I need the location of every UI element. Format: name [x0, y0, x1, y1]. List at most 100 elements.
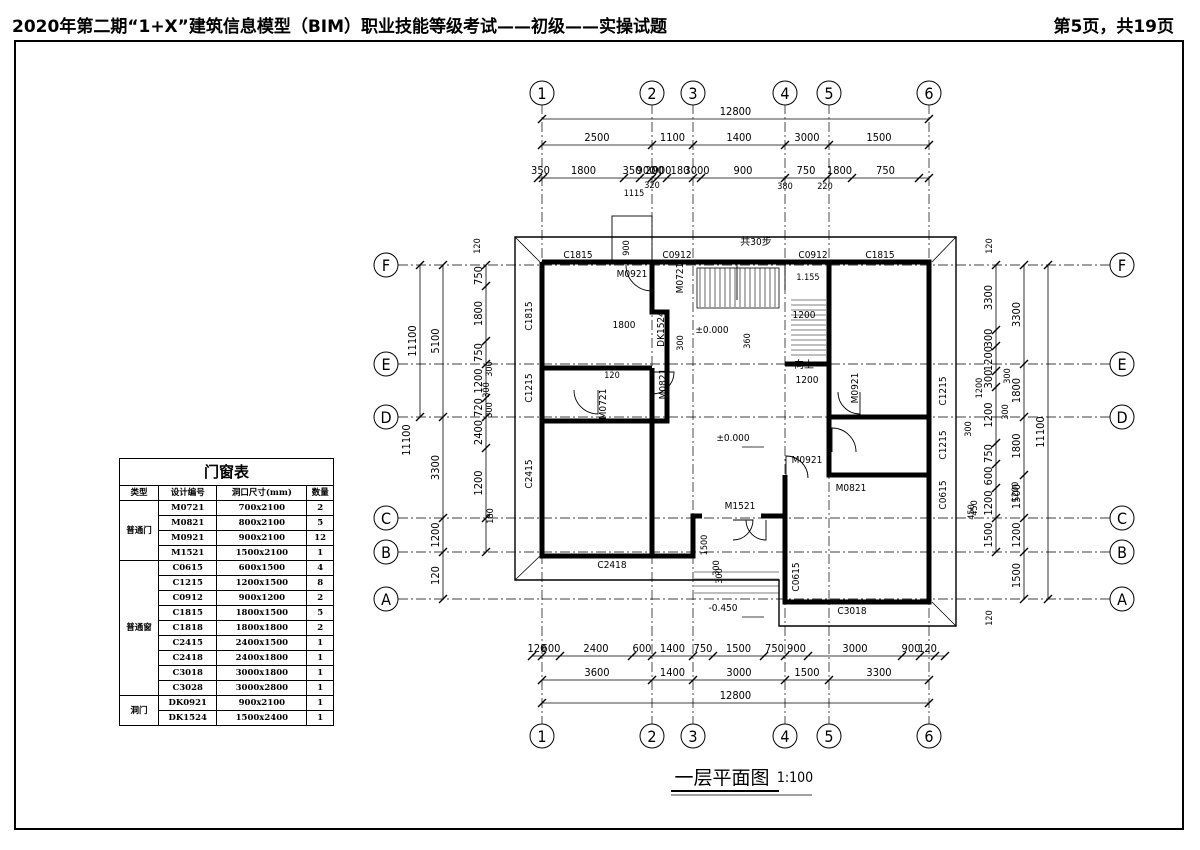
dim-tick	[647, 173, 657, 183]
dim-text: 450	[970, 500, 980, 515]
dim-tick	[940, 651, 950, 661]
dim-tick	[627, 651, 637, 661]
dim-text: 750	[694, 642, 713, 655]
door-swing	[745, 519, 767, 541]
axis-label: 6	[924, 84, 933, 103]
dim-text: 1200	[472, 368, 485, 393]
axis-bubble	[680, 80, 706, 106]
axis-label: B	[1117, 543, 1127, 562]
plan-scale: 1:100	[777, 770, 813, 786]
axis-bubble	[373, 252, 399, 278]
plan-label: 300	[676, 335, 686, 350]
axis-bubble	[373, 586, 399, 612]
axis-bubble	[1109, 404, 1135, 430]
dim-tick	[822, 173, 832, 183]
dim-text: 120	[985, 238, 995, 253]
dim-text: 3000	[794, 131, 819, 144]
dim-text: 1500	[866, 131, 891, 144]
wall	[785, 361, 929, 420]
plan-label: C2418	[597, 560, 626, 571]
dim-tick	[991, 341, 1001, 351]
dim-text: 1200	[982, 346, 995, 371]
eave-corner	[514, 236, 541, 263]
axis-bubble	[1109, 252, 1135, 278]
dim-text: 1100	[660, 131, 685, 144]
plan-label: C1815	[524, 301, 535, 330]
wall	[649, 262, 670, 424]
axis-bubble	[529, 723, 555, 749]
door-swing	[732, 519, 754, 541]
dim-text: 2400	[583, 642, 608, 655]
plan-label: M0821	[836, 483, 867, 494]
dim-text: 900	[902, 642, 921, 655]
dim-text: 300	[1003, 368, 1013, 383]
dim-tick	[924, 140, 934, 150]
dim-text: 1400	[660, 666, 685, 679]
exam-title: 2020年第二期“1+X”建筑信息模型（BIM）职业技能等级考试——初级——实操…	[12, 17, 668, 37]
dim-tick	[991, 438, 1001, 448]
dim-tick	[438, 547, 448, 557]
dim-tick	[481, 547, 491, 557]
axis-label: 1	[537, 727, 546, 746]
dim-text: 750	[982, 444, 995, 463]
dim-tick	[537, 651, 547, 661]
dim-text: 300	[982, 370, 995, 389]
axis-bubble	[1109, 351, 1135, 377]
dim-tick	[619, 173, 629, 183]
dim-tick	[688, 675, 698, 685]
plan-label: 1800	[613, 320, 636, 331]
axis-label: D	[380, 408, 391, 427]
dim-tick	[991, 325, 1001, 335]
dim-text: 600	[982, 467, 995, 486]
schedule-cell: 1	[306, 710, 334, 726]
dim-text: 1500	[726, 642, 751, 655]
eave-outline	[514, 236, 957, 627]
dim-text: 380	[777, 182, 792, 192]
dim-tick	[481, 281, 491, 291]
dim-tick	[533, 173, 543, 183]
dim-text: 1115	[624, 189, 645, 199]
dim-tick	[537, 140, 547, 150]
axis-label: F	[1118, 256, 1126, 275]
page-number: 第5页，共19页	[1053, 17, 1175, 37]
schedule-cell: 5	[306, 515, 334, 531]
dim-tick	[914, 173, 924, 183]
dim-tick	[481, 412, 491, 422]
dim-text: 320	[644, 181, 659, 191]
plan-label: C1815	[865, 250, 894, 261]
dim-tick	[647, 140, 657, 150]
eave-corner	[931, 601, 957, 627]
axis-label: E	[381, 355, 390, 374]
axis-bubble	[529, 80, 555, 106]
dim-text: 1500	[1010, 484, 1023, 509]
dim-text: 750	[472, 343, 485, 362]
plan-label: M0921	[792, 455, 823, 466]
axis-label: B	[381, 543, 391, 562]
dim-tick	[924, 173, 934, 183]
dim-text: 2400	[472, 420, 485, 445]
axis-bubble	[373, 539, 399, 565]
dim-text: 750	[876, 164, 895, 177]
plan-label: 1.155	[796, 273, 819, 283]
axis-bubble	[1109, 586, 1135, 612]
dim-tick	[991, 260, 1001, 270]
plan-label: M0721	[598, 389, 609, 420]
dim-text: 720	[472, 398, 485, 417]
dim-tick	[1019, 547, 1029, 557]
dim-tick	[897, 651, 907, 661]
drawing-frame	[14, 40, 1184, 830]
axis-label: C	[381, 509, 391, 528]
axis-bubble	[1109, 505, 1135, 531]
door-swing	[625, 264, 653, 292]
plan-label: 共30步	[740, 236, 771, 248]
axis-label: D	[1116, 408, 1127, 427]
axis-label: A	[381, 590, 391, 609]
dim-tick	[688, 140, 698, 150]
dim-tick	[415, 260, 425, 270]
